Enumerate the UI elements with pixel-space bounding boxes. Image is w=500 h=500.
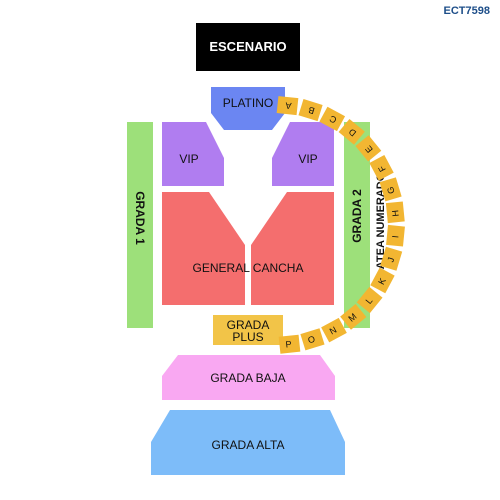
platea-row-label: L <box>364 296 375 306</box>
section-general-cancha[interactable]: GENERAL CANCHA <box>162 192 334 305</box>
platea-row-segment[interactable] <box>355 135 382 162</box>
platea-row-l[interactable]: L <box>356 286 383 314</box>
platea-row-segment[interactable] <box>380 246 403 271</box>
platea-row-label: H <box>390 210 401 217</box>
platea-row-label: I <box>390 235 400 238</box>
section-vip-right-label: VIP <box>298 152 317 166</box>
platea-row-segment[interactable] <box>319 106 346 132</box>
platea-row-i[interactable]: I <box>386 224 405 247</box>
platea-row-label: F <box>376 163 388 173</box>
platea-row-segment[interactable] <box>300 328 325 351</box>
platea-row-m[interactable]: M <box>340 303 367 330</box>
platea-row-label: G <box>385 185 397 195</box>
platea-row-a[interactable]: A <box>276 96 299 116</box>
platea-row-g[interactable]: G <box>379 177 402 202</box>
section-grada-plus-label-line1: GRADA <box>227 318 270 332</box>
section-grada-alta-label: GRADA ALTA <box>212 438 285 452</box>
platea-row-label: N <box>328 325 338 337</box>
platea-row-label: A <box>285 100 292 111</box>
platea-row-label: O <box>307 334 317 346</box>
platea-row-label: J <box>385 256 396 263</box>
section-grada-1[interactable]: GRADA 1 <box>127 122 153 328</box>
stage-label: ESCENARIO <box>209 39 286 54</box>
platea-row-p[interactable]: P <box>278 334 301 354</box>
platea-row-d[interactable]: D <box>338 118 365 145</box>
section-grada-baja-label: GRADA BAJA <box>210 371 285 385</box>
platea-row-label: C <box>327 113 338 125</box>
section-vip-right[interactable]: VIP <box>272 122 334 186</box>
platea-row-label: D <box>346 126 358 138</box>
platea-row-label: K <box>376 276 388 286</box>
platea-row-segment[interactable] <box>356 286 383 314</box>
section-grada-plus[interactable]: GRADA PLUS <box>213 315 283 345</box>
platea-row-k[interactable]: K <box>370 267 395 294</box>
event-code: ECT7598 <box>443 5 490 17</box>
platea-row-segment[interactable] <box>276 96 299 116</box>
platea-row-segment[interactable] <box>370 267 395 294</box>
section-general-cancha-label: GENERAL CANCHA <box>193 261 304 275</box>
section-platino-label: PLATINO <box>223 96 273 110</box>
section-grada-1-label: GRADA 1 <box>133 191 147 245</box>
platea-row-f[interactable]: F <box>369 154 394 181</box>
platea-row-e[interactable]: E <box>355 135 382 162</box>
platea-row-segment[interactable] <box>379 177 402 202</box>
section-grada-alta[interactable]: GRADA ALTA <box>151 410 345 475</box>
platea-row-segment[interactable] <box>340 303 367 330</box>
platea-row-b[interactable]: B <box>298 99 323 122</box>
platea-row-o[interactable]: O <box>300 328 325 351</box>
section-grada-baja[interactable]: GRADA BAJA <box>162 355 335 400</box>
platea-row-segment[interactable] <box>298 99 323 122</box>
platea-row-segment[interactable] <box>278 334 301 354</box>
stage: ESCENARIO <box>196 23 300 71</box>
section-grada-plus-label-line2: PLUS <box>232 330 263 344</box>
platea-row-segment[interactable] <box>386 224 405 247</box>
platea-row-segment[interactable] <box>338 118 365 145</box>
section-vip-left-label: VIP <box>179 152 198 166</box>
platea-row-c[interactable]: C <box>319 106 346 132</box>
platea-row-label: B <box>307 105 316 116</box>
platea-row-segment[interactable] <box>321 317 347 343</box>
section-platino[interactable]: PLATINO <box>211 87 285 130</box>
section-vip-left[interactable]: VIP <box>162 122 224 186</box>
platea-row-h[interactable]: H <box>385 201 405 224</box>
platea-row-segment[interactable] <box>385 201 405 224</box>
platea-row-label: E <box>363 144 375 155</box>
platea-row-j[interactable]: J <box>380 246 403 271</box>
section-grada-2-label: GRADA 2 <box>350 189 364 243</box>
platea-row-segment[interactable] <box>369 154 394 181</box>
platea-row-n[interactable]: N <box>321 317 347 343</box>
platea-row-label: P <box>285 339 292 350</box>
